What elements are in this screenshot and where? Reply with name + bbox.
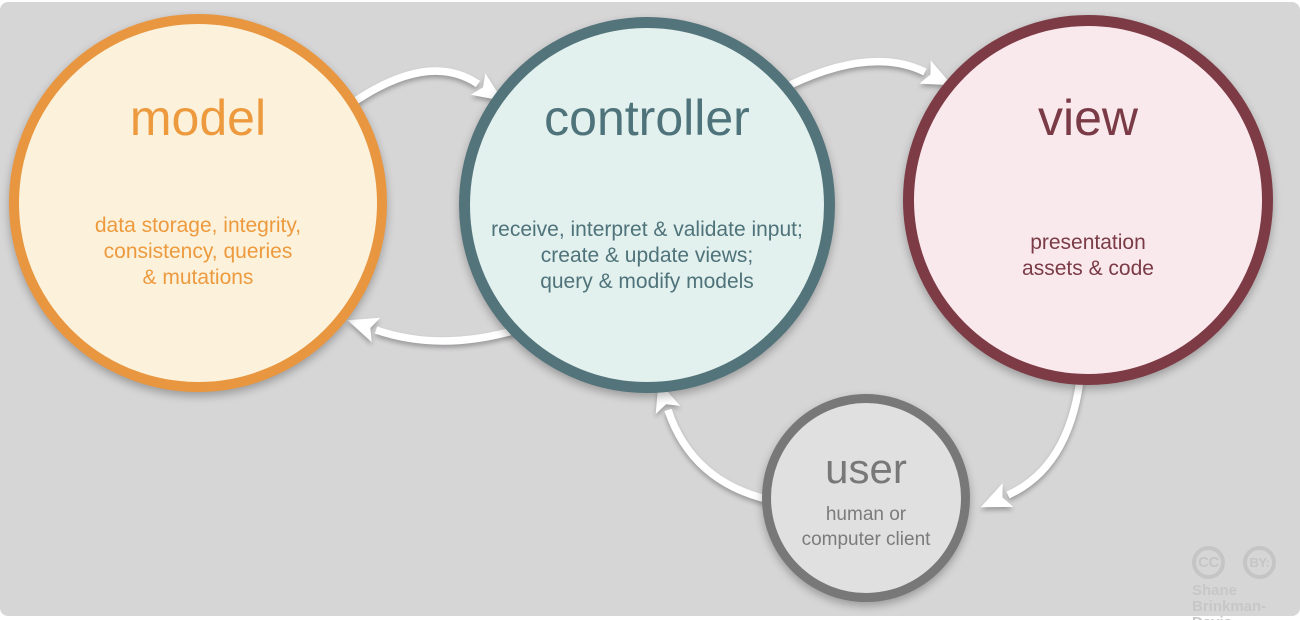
user-title: user <box>825 445 907 492</box>
view-description: presentation assets & code <box>1022 231 1154 280</box>
arrow-view-to-user <box>980 379 1084 508</box>
cc-license-icon: CC <box>1192 546 1225 579</box>
model-title: model <box>129 90 267 146</box>
arrow-controller-to-model <box>347 317 518 345</box>
model-circle: model data storage, integrity, consisten… <box>9 14 387 392</box>
by-license-icon: BY: <box>1243 546 1276 579</box>
user-circle: user human or computer client <box>762 394 970 602</box>
user-description: human or computer client <box>801 504 931 550</box>
author-name: Shane Brinkman-Davis <box>1192 582 1267 620</box>
controller-description: receive, interpret & validate input; cre… <box>491 218 803 293</box>
view-title: view <box>1037 90 1139 146</box>
arrow-user-to-controller <box>655 381 771 504</box>
view-circle: view presentation assets & code <box>903 15 1273 385</box>
arrow-controller-to-view <box>788 57 952 89</box>
controller-title: controller <box>544 90 750 146</box>
controller-circle: controller receive, interpret & validate… <box>459 17 835 393</box>
arrow-model-to-controller <box>337 67 503 115</box>
model-description: data storage, integrity, consistency, qu… <box>94 214 302 289</box>
